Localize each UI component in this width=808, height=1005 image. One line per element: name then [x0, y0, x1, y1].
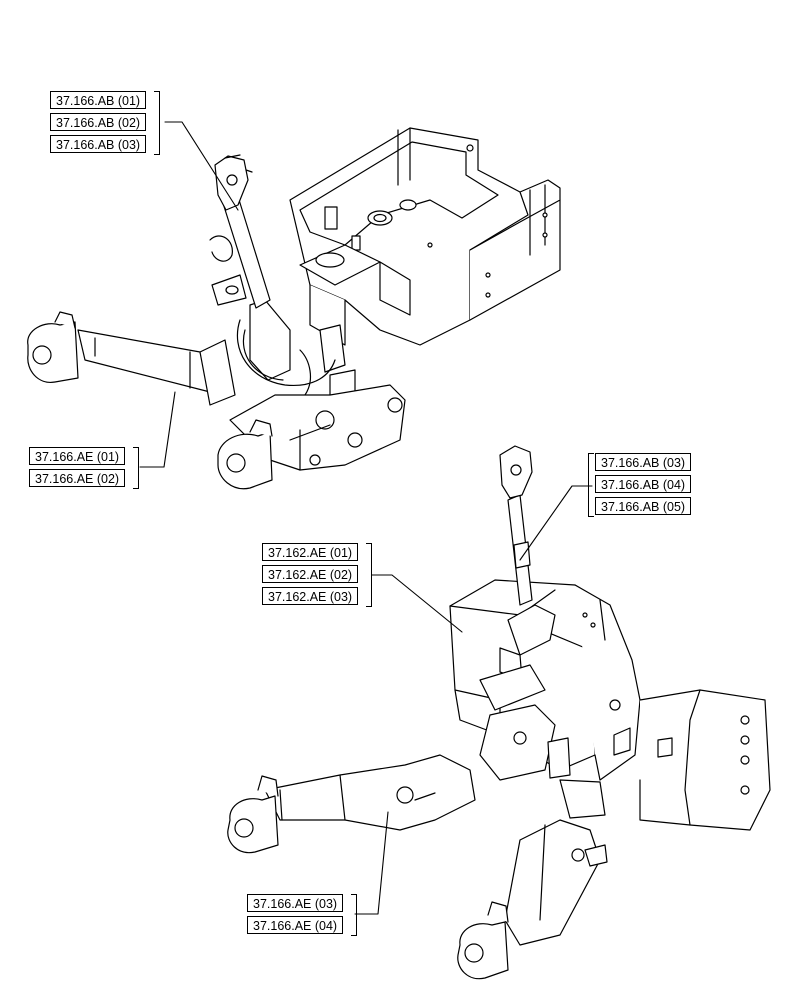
label-lower-162-03: 37.162.AE (03) — [262, 587, 359, 605]
leader-upper-ab — [164, 121, 239, 211]
lower-top-link — [499, 445, 556, 681]
bracket-upper-ab — [154, 91, 160, 155]
label-upper-ae-02: 37.166.AE (02) — [29, 469, 126, 487]
label-upper-ab-01: 37.166.AB (01) — [50, 91, 147, 109]
upper-top-link — [209, 154, 271, 309]
lower-center-mechanism — [479, 664, 606, 819]
label-lower-ab-05: 37.166.AB (05) — [595, 497, 692, 515]
lower-lower-link-left — [227, 754, 476, 854]
label-lower-162-01: 37.162.AE (01) — [262, 543, 359, 561]
bracket-lower-162 — [366, 543, 372, 607]
leader-upper-ae — [139, 391, 176, 468]
lower-hitch-assembly — [227, 445, 771, 980]
leader-lower-162 — [371, 574, 463, 633]
bracket-upper-ae — [133, 447, 139, 489]
label-upper-ab-03: 37.166.AB (03) — [50, 135, 147, 153]
lower-lower-link-right — [457, 819, 608, 980]
bracket-lower-ae — [351, 894, 357, 936]
label-lower-ae-03: 37.166.AE (03) — [247, 894, 344, 912]
leader-lines — [139, 121, 593, 915]
label-lower-ab-04: 37.166.AB (04) — [595, 475, 692, 493]
label-lower-ae-04: 37.166.AE (04) — [247, 916, 344, 934]
label-upper-ae-01: 37.166.AE (01) — [29, 447, 126, 465]
upper-lower-link-right — [217, 384, 406, 490]
lower-frame-plate — [639, 689, 771, 831]
leader-lower-ae — [354, 811, 389, 915]
upper-lower-link-left — [27, 311, 236, 406]
label-upper-ab-02: 37.166.AB (02) — [50, 113, 147, 131]
label-lower-ab-03: 37.166.AB (03) — [595, 453, 692, 471]
leader-lower-ab — [519, 485, 593, 561]
bracket-lower-ab — [588, 453, 594, 517]
upper-hitch-assembly — [27, 127, 561, 490]
upper-frame-housing — [289, 127, 561, 346]
label-lower-162-02: 37.162.AE (02) — [262, 565, 359, 583]
